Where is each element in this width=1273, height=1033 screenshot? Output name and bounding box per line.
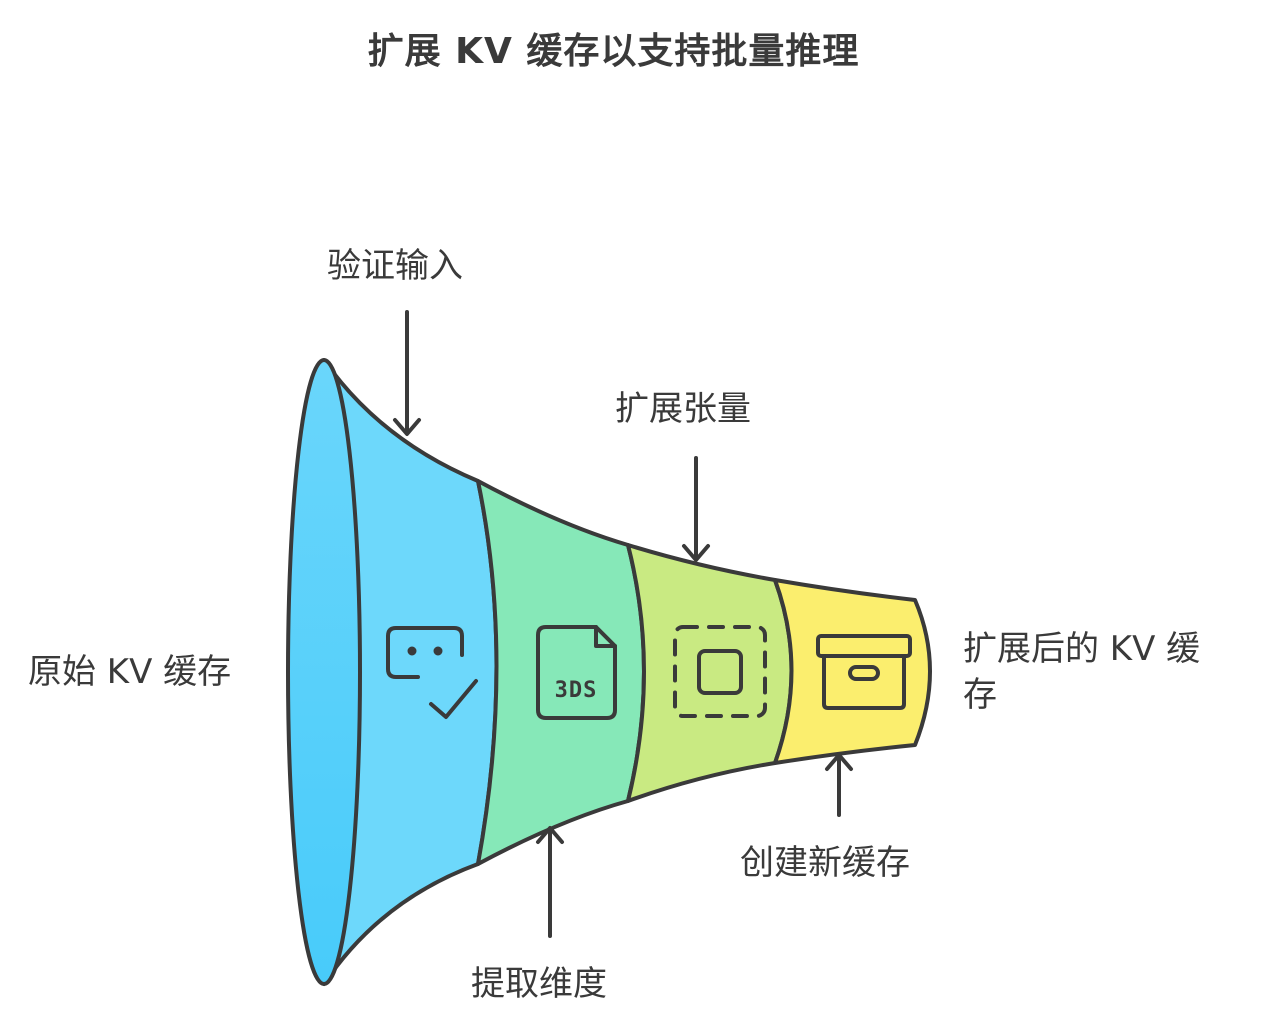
arrow-validate-input	[393, 310, 421, 436]
funnel-segment-extract-dimensions	[476, 479, 646, 866]
diagram-title: 扩展 KV 缓存以支持批量推理	[367, 31, 860, 72]
3ds-file-icon-text: 3DS	[555, 678, 598, 703]
arrow-extract-dimensions	[536, 826, 564, 938]
step-label-extract-dimensions: 提取维度	[471, 964, 607, 1004]
archive-box-icon	[816, 634, 912, 710]
step-label-create-cache: 创建新缓存	[740, 843, 910, 883]
step-label-expand-tensor: 扩展张量	[615, 389, 751, 429]
funnel-segment-create-cache	[773, 578, 932, 765]
expand-frame-icon	[673, 625, 767, 718]
step-label-validate-input: 验证输入	[327, 246, 463, 286]
output-label-line2: 存	[963, 675, 997, 715]
output-label-line1: 扩展后的 KV 缓	[963, 629, 1201, 669]
3ds-file-icon	[536, 625, 617, 720]
input-label: 原始 KV 缓存	[28, 652, 232, 692]
funnel-mouth	[286, 358, 362, 986]
arrow-create-cache	[825, 753, 853, 817]
funnel-segment-expand-tensor	[626, 543, 794, 803]
validate-check-icon	[386, 626, 478, 719]
arrow-expand-tensor	[682, 456, 710, 562]
